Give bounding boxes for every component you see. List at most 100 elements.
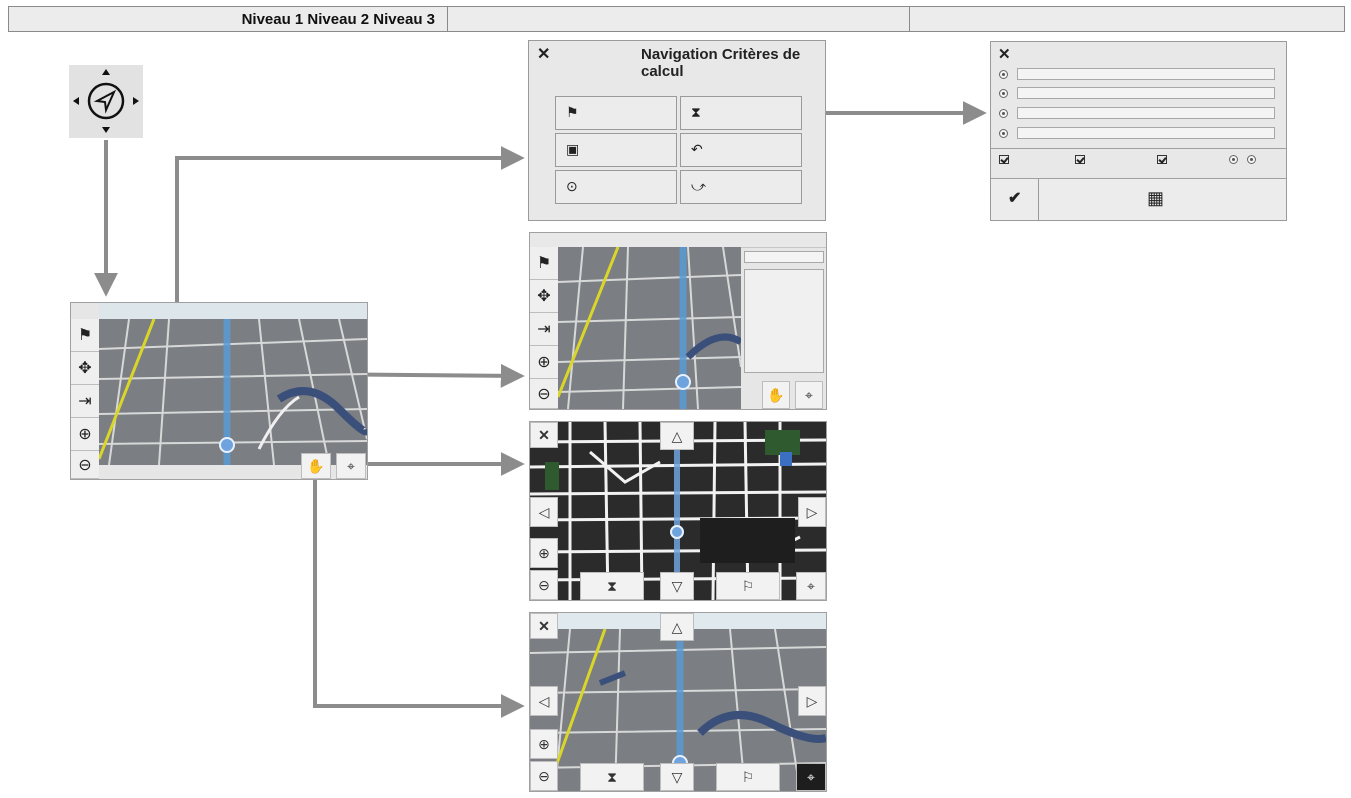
destination-flag-icon: ⚑ xyxy=(566,104,579,120)
confirm-button[interactable]: ✔ xyxy=(991,179,1039,220)
main-map-topbar xyxy=(99,303,367,320)
triangle-right-icon: ▷ xyxy=(806,692,818,709)
pan-map-screen: ✕ △ ◁ ▷ ⊕ ⊖ ⧗ ▽ ⚐ ⌖ xyxy=(529,612,827,792)
zoom-out-icon: ⊖ xyxy=(537,385,551,403)
zoom-in-button[interactable]: ⊕ xyxy=(71,418,99,451)
zoom-in-button[interactable]: ⊕ xyxy=(530,538,558,568)
exit-button[interactable]: ⇥ xyxy=(530,313,558,346)
close-icon[interactable]: ✕ xyxy=(530,422,558,448)
pan-up-button[interactable]: △ xyxy=(660,613,694,641)
map-streets xyxy=(99,319,367,465)
exit-icon: ⇥ xyxy=(78,393,92,410)
save-icon: ▣ xyxy=(566,141,580,157)
destination-button[interactable]: ⚑ xyxy=(555,96,677,130)
zoom-out-button[interactable]: ⊖ xyxy=(530,379,558,409)
pan-up-button[interactable]: △ xyxy=(660,422,694,450)
header-cell-3 xyxy=(909,6,1345,32)
zoom-out-icon: ⊖ xyxy=(78,456,92,474)
zoom-out-icon: ⊖ xyxy=(538,576,550,593)
crosshair-icon: ⌖ xyxy=(805,386,813,403)
center-position-button[interactable]: ⌖ xyxy=(796,763,826,791)
option-checkbox-3[interactable] xyxy=(1157,155,1167,164)
poi-flag-icon: ⚐ xyxy=(741,577,755,594)
zoom-out-button[interactable]: ⊖ xyxy=(530,570,558,600)
position-button[interactable]: ⊙ xyxy=(555,170,677,204)
u-turn-button[interactable]: ↶ xyxy=(680,133,802,167)
pan-left-button[interactable]: ◁ xyxy=(530,686,558,716)
route-criteria-button[interactable]: ⧗ xyxy=(580,572,644,600)
triangle-up-icon: △ xyxy=(671,618,683,635)
move-map-button[interactable]: ✥ xyxy=(530,280,558,313)
hand-icon: ✋ xyxy=(767,386,785,403)
route-criteria-button[interactable]: ⧗ xyxy=(680,96,802,130)
header-cell-levels: Niveau 1 Niveau 2 Niveau 3 xyxy=(8,6,448,32)
center-position-button[interactable]: ⌖ xyxy=(796,572,826,600)
position-icon: ⊙ xyxy=(566,178,578,194)
criteria-radio-3[interactable] xyxy=(999,109,1008,118)
route-criteria-icon: ⧗ xyxy=(607,577,617,594)
move-map-button[interactable]: ✥ xyxy=(71,352,99,385)
center-position-button[interactable]: ⌖ xyxy=(795,381,823,409)
zoom-in-icon: ⊕ xyxy=(537,354,551,371)
zoom-in-button[interactable]: ⊕ xyxy=(530,346,558,379)
pan-down-button[interactable]: ▽ xyxy=(660,572,694,600)
flag-icon: ⚑ xyxy=(77,327,93,344)
crosshair-icon: ⌖ xyxy=(807,577,815,594)
triangle-right-icon: ▷ xyxy=(806,503,818,520)
route-criteria-button[interactable]: ⧗ xyxy=(580,763,644,791)
option-checkbox-1[interactable] xyxy=(999,155,1009,164)
criteria-field-1 xyxy=(1017,68,1275,80)
main-map-view[interactable] xyxy=(99,319,367,465)
destination-flag-button[interactable]: ⚑ xyxy=(71,319,99,352)
pan-right-button[interactable]: ▷ xyxy=(798,497,826,527)
exit-button[interactable]: ⇥ xyxy=(71,385,99,418)
navigation-panel: ✕ Navigation Critères de calcul ⚑ ⧗ ▣ ↶ … xyxy=(528,40,826,221)
navigation-panel-title: Navigation Critères de calcul xyxy=(641,46,801,80)
zoom-in-button[interactable]: ⊕ xyxy=(530,729,558,759)
criteria-radio-2[interactable] xyxy=(999,89,1008,98)
pan-hand-button[interactable]: ✋ xyxy=(301,453,331,479)
zoom-out-button[interactable]: ⊖ xyxy=(71,451,99,479)
destination-flag-button[interactable]: ⚑ xyxy=(530,247,558,280)
map-select-screen: ⚑ ✥ ⇥ ⊕ ⊖ ✋ ⌖ xyxy=(529,232,827,410)
pan-down-button[interactable]: ▽ xyxy=(660,763,694,791)
option-radio-a[interactable] xyxy=(1229,155,1238,164)
show-map-button[interactable]: ▦ xyxy=(1039,179,1286,220)
criteria-field-2 xyxy=(1017,87,1275,99)
save-button[interactable]: ▣ xyxy=(555,133,677,167)
close-icon[interactable]: ✕ xyxy=(530,613,558,639)
detour-button[interactable]: ⤻ xyxy=(680,170,802,204)
zoom-out-button[interactable]: ⊖ xyxy=(530,761,558,791)
dark-map-streets xyxy=(530,422,826,600)
pan-map-streets xyxy=(530,613,826,791)
center-position-button[interactable]: ⌖ xyxy=(336,453,366,479)
u-turn-icon: ↶ xyxy=(691,141,703,157)
header-levels-label: Niveau 1 Niveau 2 Niveau 3 xyxy=(241,11,435,28)
pan-left-button[interactable]: ◁ xyxy=(530,497,558,527)
map-select-view[interactable] xyxy=(558,247,741,409)
close-icon[interactable]: ✕ xyxy=(537,46,551,63)
poi-button[interactable]: ⚐ xyxy=(716,763,780,791)
option-checkbox-2[interactable] xyxy=(1075,155,1085,164)
criteria-divider xyxy=(991,148,1286,149)
map-select-topbar xyxy=(530,233,826,248)
flag-icon: ⚑ xyxy=(536,255,552,272)
poi-flag-icon: ⚐ xyxy=(741,768,755,785)
pan-right-button[interactable]: ▷ xyxy=(798,686,826,716)
criteria-radio-4[interactable] xyxy=(999,129,1008,138)
arrow-hand-to-pan-map xyxy=(313,476,525,718)
triangle-down-icon: ▽ xyxy=(671,768,683,785)
detour-icon: ⤻ xyxy=(691,178,706,194)
crosshair-icon: ⌖ xyxy=(347,457,355,474)
criteria-radio-1[interactable] xyxy=(999,70,1008,79)
close-icon[interactable]: ✕ xyxy=(998,46,1011,63)
pan-hand-button[interactable]: ✋ xyxy=(762,381,790,409)
option-radio-b[interactable] xyxy=(1247,155,1256,164)
navigation-compass-button[interactable] xyxy=(69,65,143,138)
zoom-out-icon: ⊖ xyxy=(538,767,550,784)
route-criteria-icon: ⧗ xyxy=(607,768,617,785)
poi-button[interactable]: ⚐ xyxy=(716,572,780,600)
info-panel xyxy=(744,269,824,373)
route-criteria-icon: ⧗ xyxy=(691,104,701,120)
triangle-down-icon: ▽ xyxy=(671,577,683,594)
